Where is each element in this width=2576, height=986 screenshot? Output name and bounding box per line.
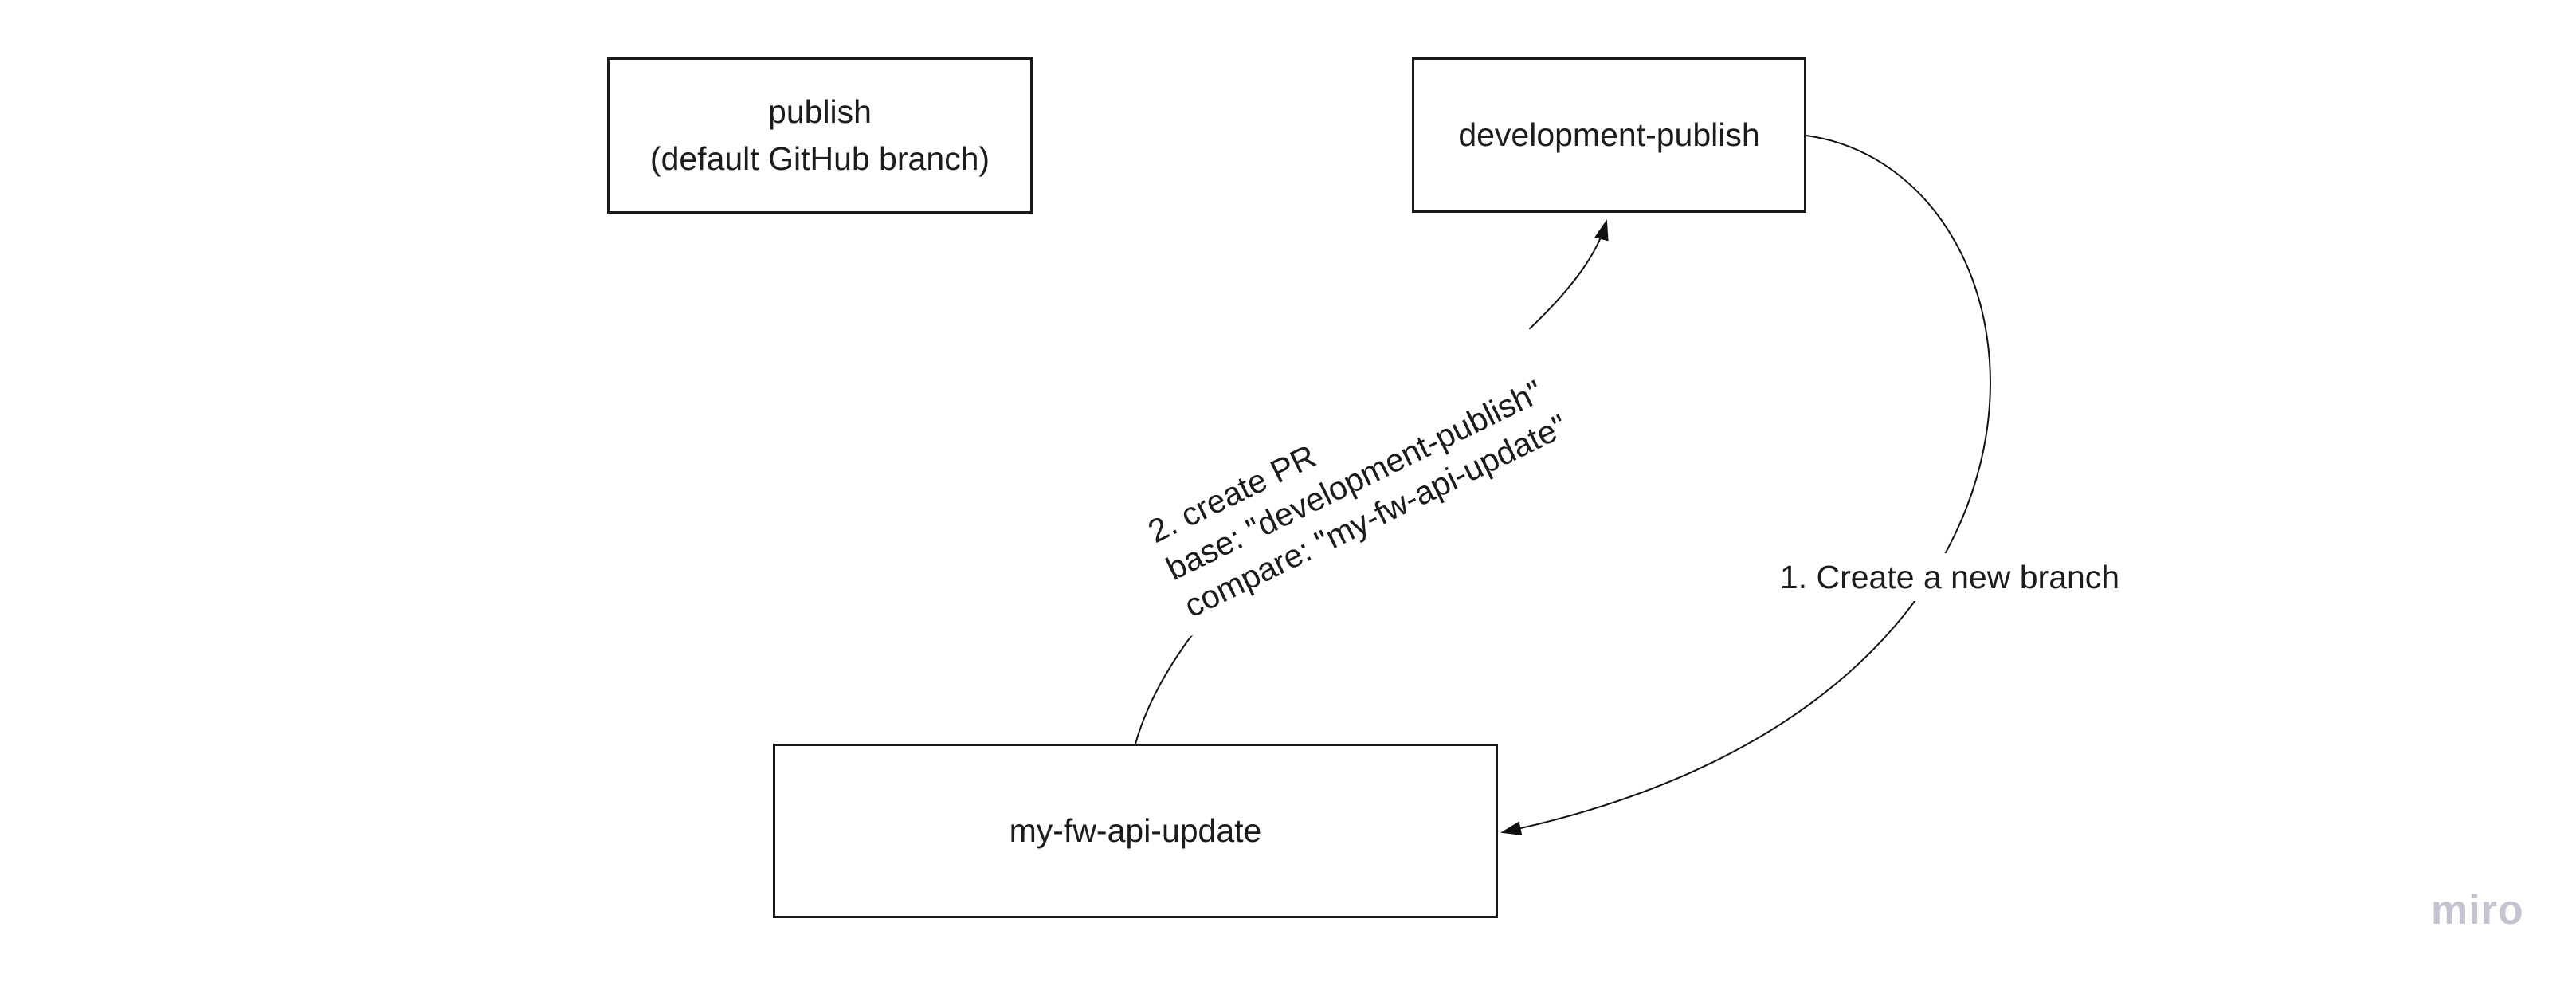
shape-label-line: publish [768, 93, 872, 130]
shape-label: development-publish [1458, 116, 1760, 153]
shape-my-fw-api-update-branch[interactable]: my-fw-api-update [773, 744, 1498, 918]
shape-publish-branch[interactable]: publish (default GitHub branch) [607, 57, 1033, 214]
connector-create-branch-curve[interactable] [1500, 135, 1991, 836]
connector-label-create-branch[interactable]: 1. Create a new branch [1770, 553, 2130, 601]
shape-label-line: (default GitHub branch) [649, 140, 990, 177]
shape-development-publish-branch[interactable]: development-publish [1412, 57, 1806, 213]
miro-watermark-logo: miro [2431, 887, 2524, 933]
shape-label: my-fw-api-update [1009, 812, 1262, 849]
